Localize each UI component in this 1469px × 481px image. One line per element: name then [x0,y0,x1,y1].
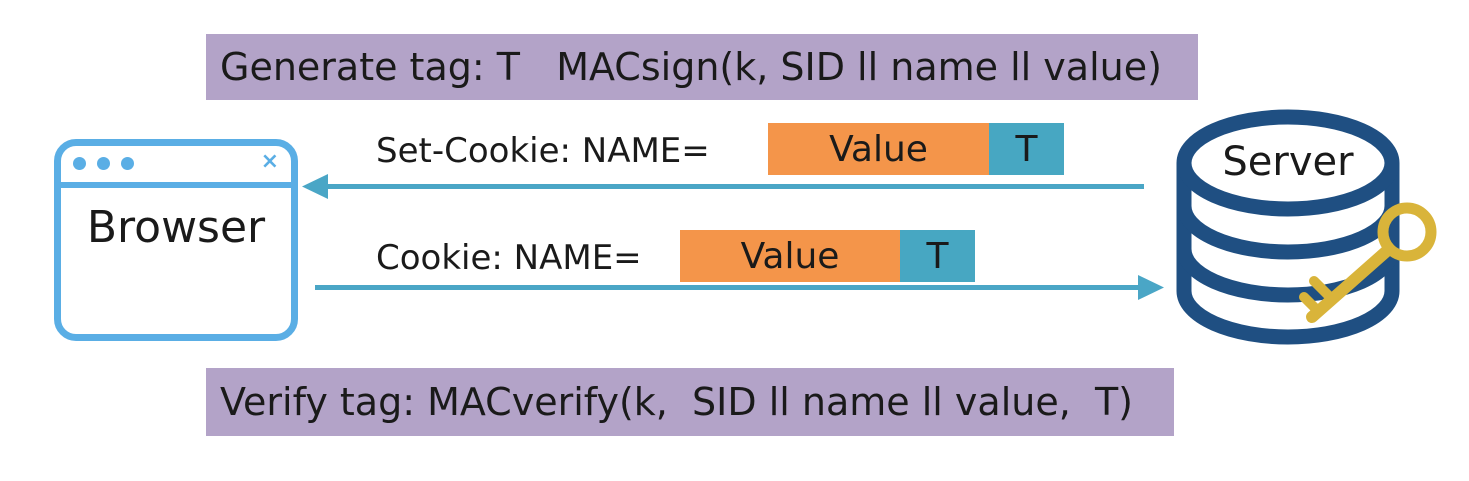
close-icon: × [260,149,279,174]
cookie-arrow-line [315,285,1139,290]
left-arrow-head-icon [302,174,328,199]
browser-title-bar: × [61,146,291,188]
set-cookie-value: Value [768,123,989,175]
verify-tag-banner: Verify tag: MACverify(k, SID ll name ll … [206,368,1174,436]
browser-label: Browser [86,202,266,253]
set-cookie-arrow-line [322,184,1144,189]
cookie-label: Cookie: NAME= [376,238,642,278]
set-cookie-label: Set-Cookie: NAME= [376,131,710,171]
database-icon: Server [1176,109,1437,345]
window-dot-icon [73,157,86,170]
window-dot-icon [97,157,110,170]
right-arrow-head-icon [1138,275,1164,300]
generate-tag-banner: Generate tag: T MACsign(k, SID ll name l… [206,34,1198,100]
set-cookie-tag: T [989,123,1064,175]
window-dot-icon [121,157,134,170]
cookie-tag: T [900,230,975,282]
browser-window-icon: × Browser [54,139,298,341]
key-icon [1299,202,1437,323]
cookie-value: Value [680,230,900,282]
cookie-box: Value T [680,230,975,282]
set-cookie-box: Value T [768,123,1064,175]
server-label: Server [1222,139,1354,185]
